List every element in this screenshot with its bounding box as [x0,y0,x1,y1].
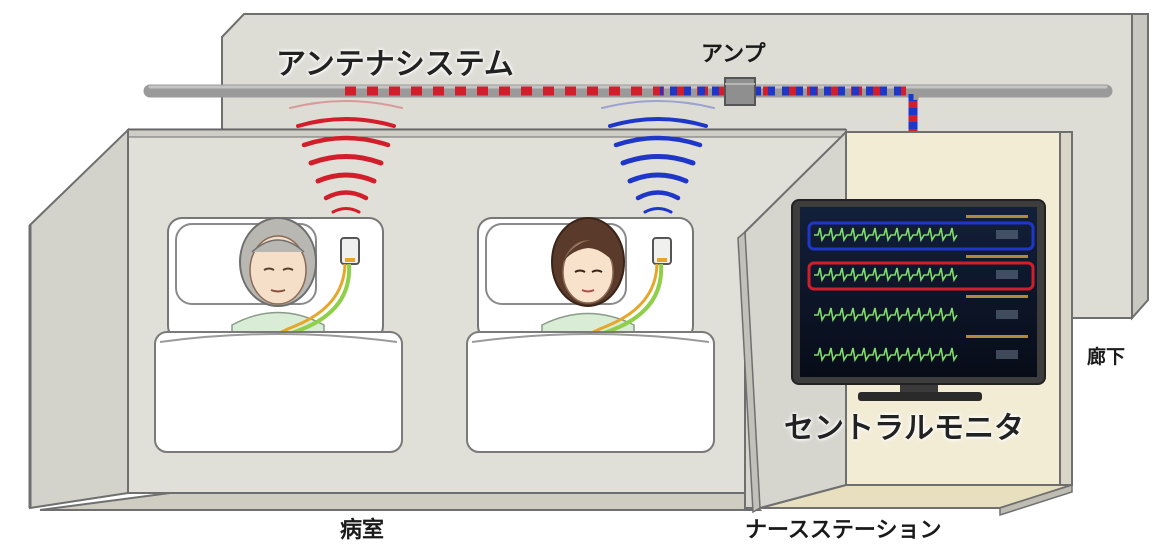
blanket-2 [466,331,715,453]
ecg-trace [814,267,958,283]
room-floor [39,492,763,511]
monitor-readout [996,230,1018,239]
ecg-trace [814,307,958,323]
monitor-readout [996,350,1018,359]
back-wall-side [1131,13,1149,321]
monitor-channel-divider [966,255,1028,258]
nurse-station-label: ナースステーション [745,518,942,543]
antenna-system-label: アンテナシステム [276,47,514,82]
room-left-wall [29,127,129,510]
bed-2 [466,217,715,453]
monitor-readout [996,270,1018,279]
red-signal-waves [289,100,403,214]
central-monitor-label: セントラルモニタ [784,411,1024,446]
patient-room-label: 病室 [340,518,385,543]
ecg-trace [814,227,958,243]
blanket-1 [154,331,403,453]
ecg-trace [814,347,958,363]
monitor-channel-divider [966,335,1028,338]
monitor-readout [996,310,1018,319]
monitor-channel-divider [966,215,1028,218]
elderly-patient-face [249,235,307,305]
bed-1 [154,217,403,453]
central-monitor [791,199,1046,401]
corridor-label: 廊下 [1087,346,1126,368]
station-right-frame [1059,131,1073,486]
monitor-channel-divider [966,295,1028,298]
amp-box [724,77,756,106]
blue-signal-waves [601,100,715,214]
monitor-channel-highlight [807,221,1035,251]
amp-label: アンプ [701,42,766,67]
monitor-channel-highlight [807,261,1035,291]
